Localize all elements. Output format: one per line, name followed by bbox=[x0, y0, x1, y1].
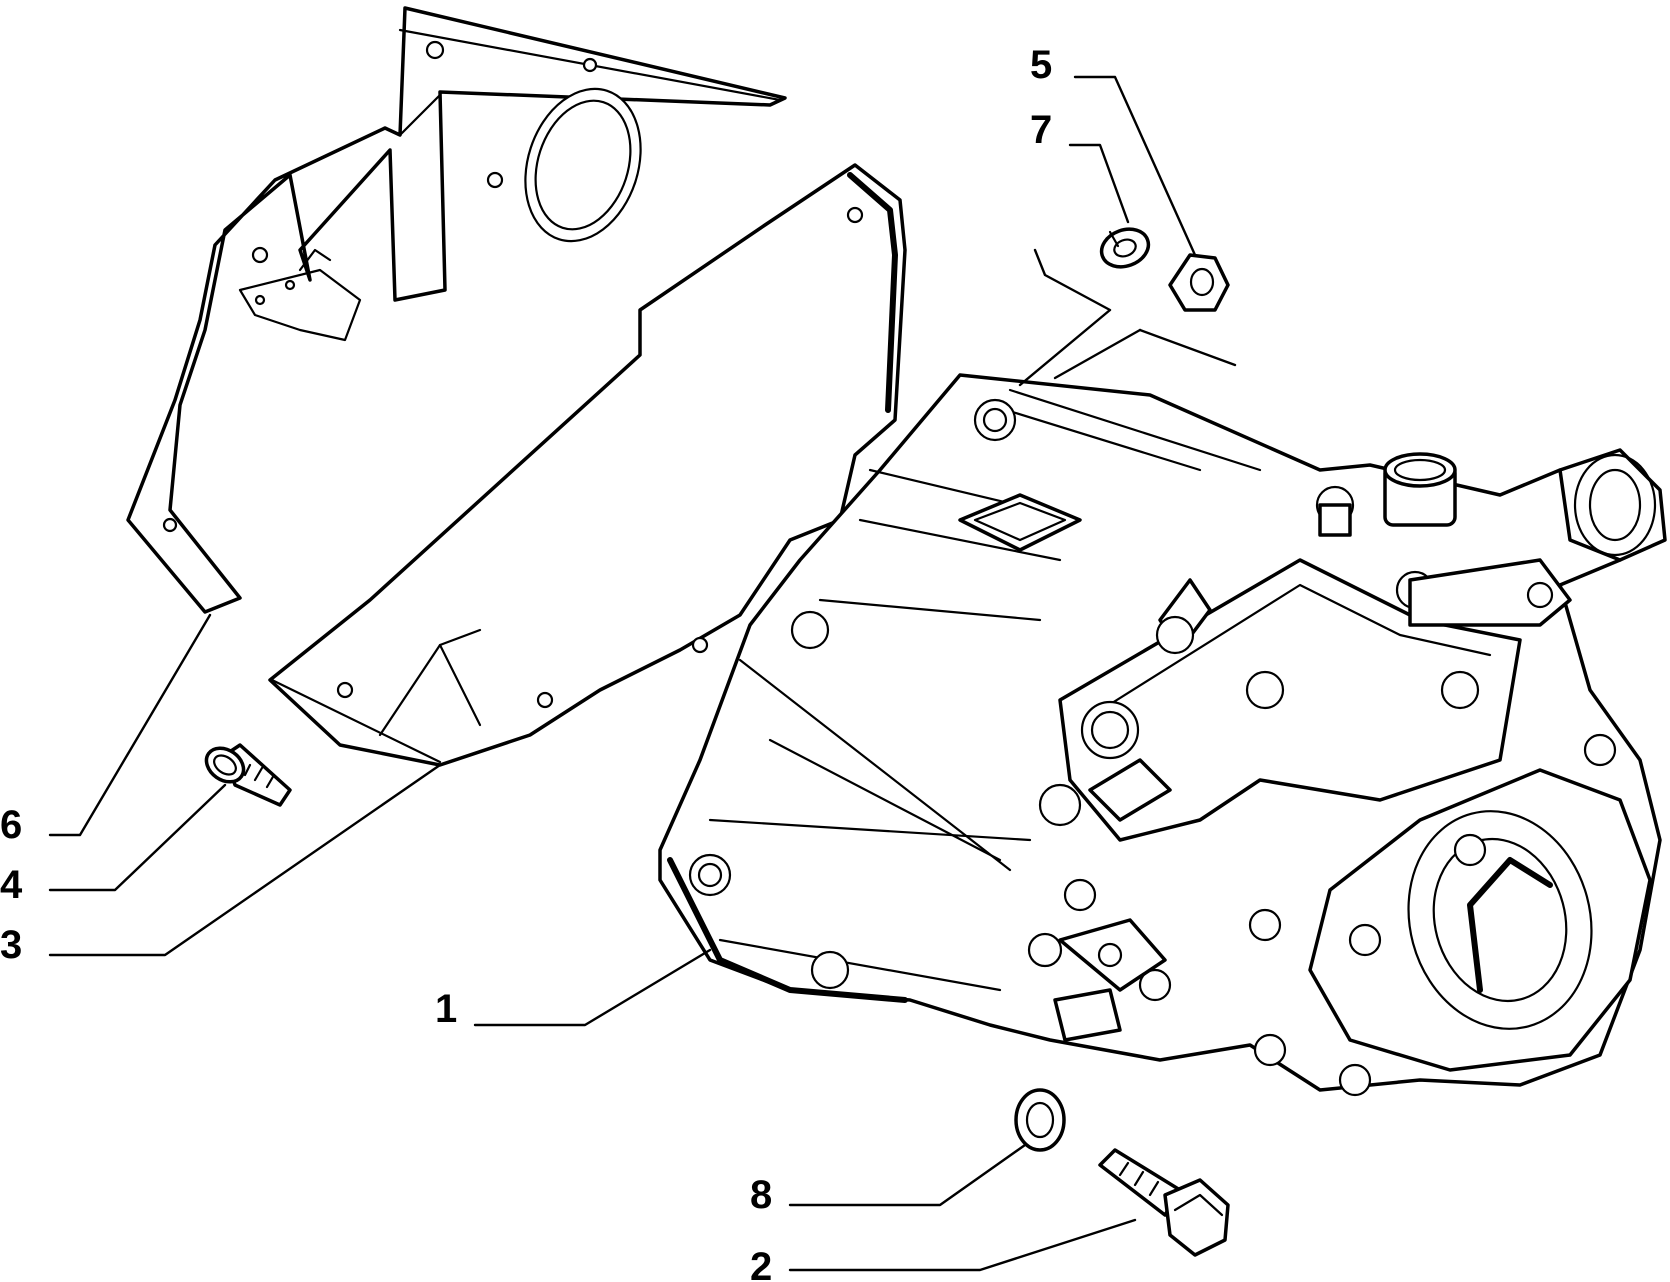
callout-3: 3 bbox=[0, 923, 22, 967]
part-6-upper-shield-plate bbox=[126, 6, 787, 614]
part-4-flanged-screw bbox=[204, 743, 292, 807]
leader-line-7 bbox=[1068, 143, 1130, 224]
callout-1: 1 bbox=[435, 987, 457, 1031]
leader-line-3 bbox=[48, 763, 442, 957]
callout-6: 6 bbox=[0, 803, 22, 847]
leader-line-1 bbox=[473, 948, 712, 1027]
stud-alignment-lines bbox=[1018, 248, 1237, 387]
leader-line-6 bbox=[48, 613, 212, 837]
part-1-gearbox-housing bbox=[658, 373, 1667, 1097]
part-7-spring-washer bbox=[1099, 227, 1151, 269]
callout-2: 2 bbox=[750, 1245, 772, 1282]
callout-5: 5 bbox=[1030, 43, 1052, 87]
part-3-lower-shield-plate bbox=[268, 163, 907, 767]
leader-line-5 bbox=[1073, 75, 1197, 257]
leader-line-8 bbox=[788, 1143, 1027, 1207]
callout-8: 8 bbox=[750, 1173, 772, 1217]
leader-line-4 bbox=[48, 783, 227, 892]
leader-line-2 bbox=[788, 1218, 1137, 1272]
callout-4: 4 bbox=[0, 863, 23, 907]
part-8-washer bbox=[1014, 1088, 1066, 1152]
part-5-nut bbox=[1168, 253, 1230, 312]
callout-7: 7 bbox=[1030, 108, 1052, 152]
part-2-hex-bolt bbox=[1098, 1148, 1230, 1257]
